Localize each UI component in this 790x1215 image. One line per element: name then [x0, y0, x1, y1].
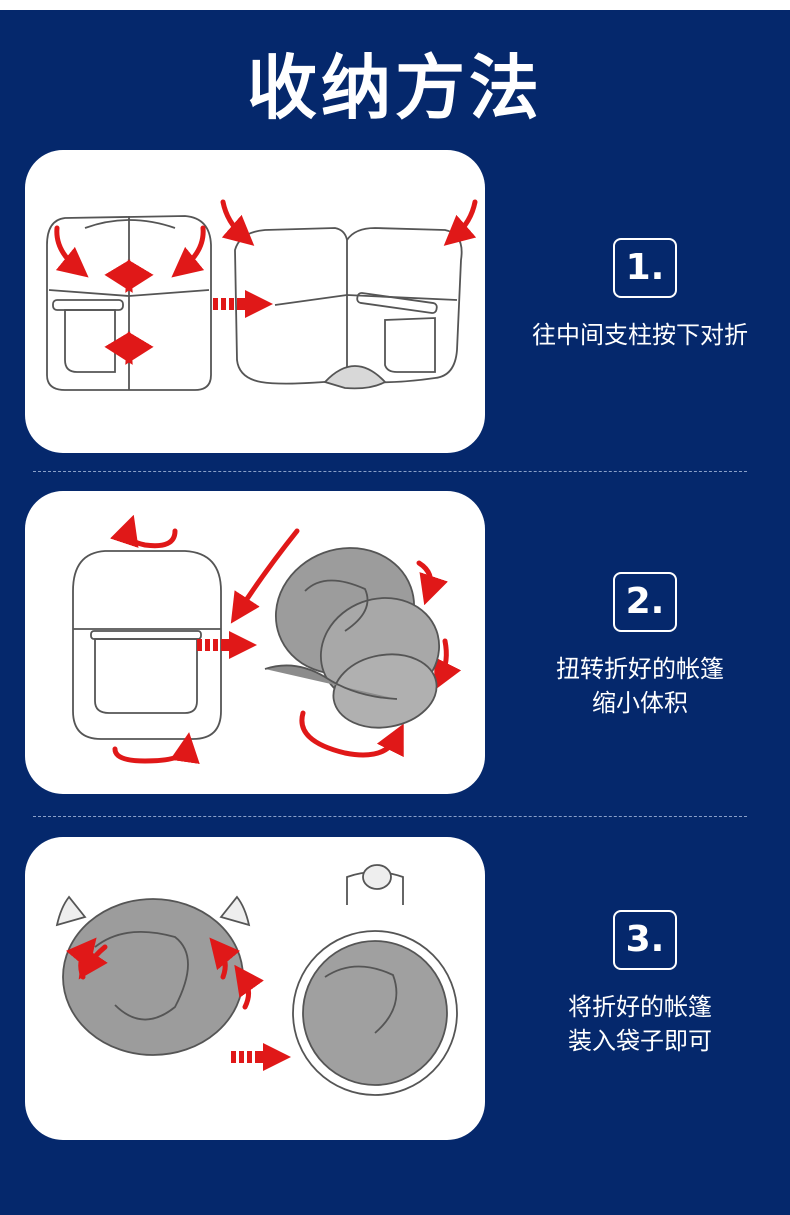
step-1-illustration-card: [25, 150, 485, 453]
arrow-icon: [54, 225, 206, 365]
instruction-page: 收纳方法: [0, 10, 790, 1215]
tent-illustration: [55, 895, 251, 1056]
step-2-illustration-card: [25, 491, 485, 794]
page-title: 收纳方法: [247, 47, 543, 129]
step-1-illustration: [46, 199, 478, 391]
step-3-illustration: [55, 864, 458, 1096]
arrow-icon: [197, 631, 257, 659]
arrow-icon: [213, 290, 273, 318]
step-3-text: 将折好的帐篷 装入袋子即可: [500, 990, 780, 1058]
tent-illustration: [264, 547, 441, 729]
tent-illustration: [292, 864, 458, 1096]
arrow-icon: [65, 937, 264, 1010]
step-2-line-2: 缩小体积: [592, 689, 688, 717]
step-3-line-1: 将折好的帐篷: [568, 993, 712, 1021]
step-1-number: 1.: [613, 238, 677, 298]
step-2-illustration: [72, 514, 462, 764]
step-1-text: 往中间支柱按下对折: [500, 318, 780, 352]
arrow-icon: [110, 514, 462, 764]
step-1-line-1: 往中间支柱按下对折: [532, 321, 748, 349]
step-2-line-1: 扭转折好的帐篷: [556, 655, 724, 683]
divider: [33, 816, 747, 817]
step-3-illustration-card: [25, 837, 485, 1140]
divider: [33, 471, 747, 472]
arrow-icon: [220, 199, 478, 246]
step-3-number: 3.: [613, 910, 677, 970]
tent-illustration: [234, 227, 463, 390]
step-3-line-2: 装入袋子即可: [568, 1027, 712, 1055]
tent-illustration: [46, 215, 212, 391]
arrow-icon: [231, 1043, 291, 1071]
step-2-number: 2.: [613, 572, 677, 632]
step-2-text: 扭转折好的帐篷 缩小体积: [500, 652, 780, 720]
